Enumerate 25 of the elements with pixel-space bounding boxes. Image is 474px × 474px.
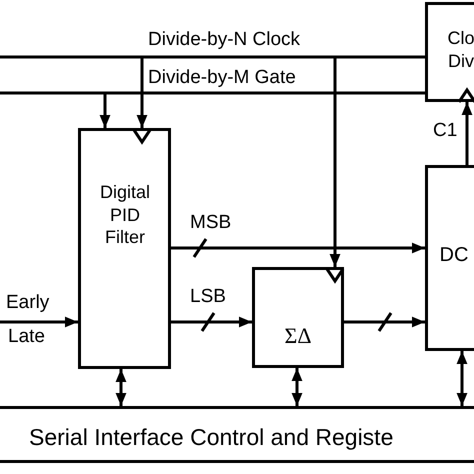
signal-label: LSB xyxy=(190,287,226,306)
signal-label: C1 xyxy=(433,121,458,140)
signal-line xyxy=(0,56,425,58)
arrow xyxy=(0,316,78,328)
arrow xyxy=(171,316,252,328)
block-label: Digital PID Filter xyxy=(98,181,152,248)
signal-label: Divide-by-N Clock xyxy=(148,30,300,49)
block-label: Clo Div xyxy=(446,27,474,72)
double-arrow xyxy=(116,369,126,406)
block-box xyxy=(252,267,344,368)
signal-label: MSB xyxy=(190,213,232,232)
block-box xyxy=(78,128,171,369)
arrow xyxy=(462,102,472,165)
block-label: ΣΔ xyxy=(284,322,312,350)
block-label: Serial Interface Control and Registe xyxy=(29,423,394,452)
double-arrow xyxy=(456,351,468,406)
double-arrow xyxy=(292,368,302,406)
arrow xyxy=(171,242,425,254)
signal-line xyxy=(0,92,425,94)
block-label: DC xyxy=(438,243,470,268)
signal-label: Early xyxy=(6,293,50,312)
arrow xyxy=(344,316,425,328)
signal-label: Late xyxy=(8,327,45,346)
interface-bar xyxy=(0,406,474,463)
signal-label: Divide-by-M Gate xyxy=(148,68,296,87)
